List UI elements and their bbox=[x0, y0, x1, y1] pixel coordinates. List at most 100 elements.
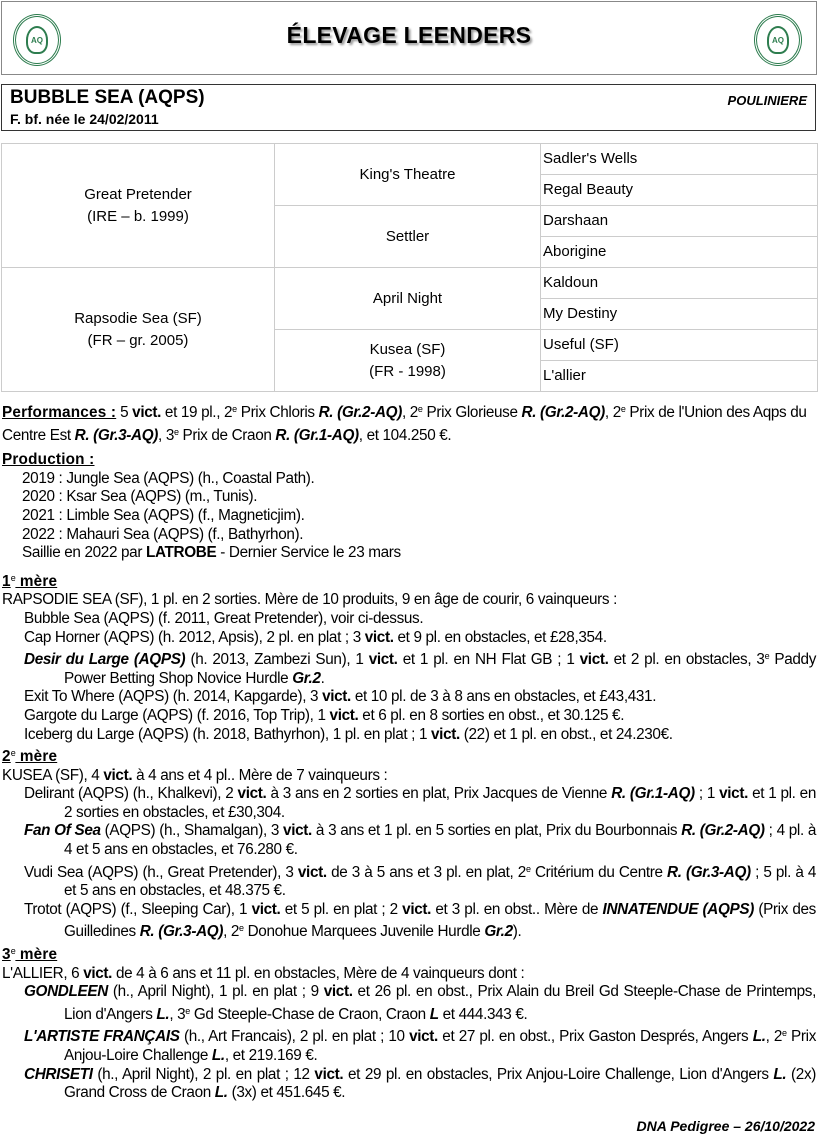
text-run: (Prix des Guilledines bbox=[64, 900, 816, 941]
text-run: R. (Gr.1-AQ) bbox=[275, 426, 359, 444]
text-run: , 3 bbox=[158, 426, 174, 444]
text-run: de 4 à 6 ans et 11 pl. en obstacles, Mèr… bbox=[112, 964, 525, 982]
pedigree-gen3: Darshaan bbox=[540, 205, 818, 237]
text-run: et 9 pl. en obstacles, et £28,354. bbox=[393, 628, 608, 646]
text-run: 2021 : Limble Sea (AQPS) (f., Magneticji… bbox=[22, 506, 305, 524]
text-run: , et 104.250 €. bbox=[358, 426, 452, 444]
paragraph: 3e mère bbox=[2, 942, 816, 965]
section-heading: 2 bbox=[2, 748, 11, 766]
text-run: Desir du Large (AQPS) bbox=[24, 651, 186, 669]
text-run: à 3 ans et 1 pl. en 5 sorties en plat, P… bbox=[311, 822, 682, 840]
paragraph: Exit To Where (AQPS) (h. 2014, Kapgarde)… bbox=[2, 688, 816, 707]
pedigree-table: Great Pretender(IRE – b. 1999) King's Th… bbox=[1, 143, 818, 392]
paragraph: 2021 : Limble Sea (AQPS) (f., Magneticji… bbox=[2, 507, 816, 526]
text-run: (2x) Grand Cross de Craon bbox=[64, 1065, 816, 1102]
sire-name: Great Pretender bbox=[84, 185, 192, 203]
text-run: et 27 pl. en obst., Prix Gaston Després,… bbox=[437, 1028, 753, 1046]
gen2-info: (FR - 1998) bbox=[369, 362, 446, 380]
pedigree-gen2: April Night bbox=[274, 267, 541, 330]
paragraph: Performances : 5 vict. et 19 pl., 2e Pri… bbox=[2, 400, 816, 445]
text-run: L bbox=[429, 1005, 439, 1023]
section-heading: mère bbox=[15, 946, 58, 964]
text-run: Iceberg du Large (AQPS) (h. 2018, Bathyr… bbox=[24, 725, 432, 743]
text-run: vict. bbox=[237, 785, 267, 803]
section-heading: 3 bbox=[2, 946, 11, 964]
text-run: et 6 pl. en 8 sorties en obst., et 30.12… bbox=[358, 706, 625, 724]
paragraph: Saillie en 2022 par LATROBE - Dernier Se… bbox=[2, 544, 816, 563]
text-run: vict. bbox=[322, 688, 351, 706]
paragraph: KUSEA (SF), 4 vict. à 4 ans et 4 pl.. Mè… bbox=[2, 767, 816, 786]
superscript: e bbox=[10, 572, 16, 583]
text-run: Bubble Sea (AQPS) (f. 2011, Great Preten… bbox=[24, 609, 424, 627]
text-run: à 3 ans en 2 sorties en plat, Prix Jacqu… bbox=[266, 785, 612, 803]
text-run: et 26 pl. en obst., Prix Alain du Breil … bbox=[64, 983, 817, 1023]
superscript: e bbox=[232, 404, 237, 414]
text-run: KUSEA (SF), 4 bbox=[2, 766, 104, 784]
text-run: L. bbox=[156, 1005, 170, 1023]
text-run: , 2 bbox=[765, 1028, 783, 1046]
section-heading: 1 bbox=[2, 572, 11, 590]
text-run: LATROBE bbox=[145, 544, 217, 562]
superscript: e bbox=[185, 1005, 190, 1016]
text-run: (h. 2013, Zambezi Sun), 1 bbox=[185, 651, 369, 669]
paragraph: GONDLEEN (h., April Night), 1 pl. en pla… bbox=[2, 983, 816, 1024]
text-run: R. (Gr.3-AQ) bbox=[667, 863, 751, 881]
text-run: Gargote du Large (AQPS) (f. 2016, Top Tr… bbox=[24, 706, 330, 724]
text-run: vict. bbox=[297, 863, 327, 881]
paragraph: Gargote du Large (AQPS) (f. 2016, Top Tr… bbox=[2, 707, 816, 726]
header-banner: AQ ÉLEVAGE LEENDERS AQ bbox=[1, 1, 817, 75]
section-heading: Production : bbox=[2, 451, 95, 469]
text-run: Critérium du Centre bbox=[530, 863, 667, 881]
text-run: vict. bbox=[402, 900, 432, 918]
section-heading: mère bbox=[15, 748, 58, 766]
paragraph: 1e mère bbox=[2, 569, 816, 592]
text-run: vict. bbox=[431, 725, 460, 743]
text-run: L'ARTISTE FRANÇAIS bbox=[24, 1028, 180, 1046]
text-run: vict. bbox=[83, 964, 113, 982]
paragraph: Production : bbox=[2, 451, 816, 470]
text-run: L. bbox=[211, 1047, 225, 1064]
text-run: vict. bbox=[314, 1065, 344, 1083]
text-run: et 1 pl. en 2 sorties en obstacles, et £… bbox=[64, 785, 816, 821]
text-run: à 4 ans et 4 pl.. Mère de 7 vainqueurs : bbox=[132, 766, 388, 784]
horse-identity-box: BUBBLE SEA (AQPS) F. bf. née le 24/02/20… bbox=[1, 84, 816, 131]
text-run: vict. bbox=[368, 651, 398, 669]
superscript: e bbox=[620, 404, 626, 414]
text-run: L. bbox=[214, 1084, 228, 1102]
text-run: et 10 pl. de 3 à 8 ans en obstacles, et … bbox=[350, 688, 657, 706]
text-run: Prix Glorieuse bbox=[422, 404, 522, 421]
text-run: Cap Horner (AQPS) (h. 2012, Apsis), 2 pl… bbox=[24, 628, 365, 646]
text-run: Gd Steeple-Chase de Craon, Craon bbox=[189, 1005, 430, 1023]
text-run: GONDLEEN bbox=[24, 983, 108, 1001]
text-run: INNATENDUE (AQPS) bbox=[602, 900, 755, 918]
text-run: vict. bbox=[719, 785, 748, 803]
superscript: e bbox=[173, 426, 179, 437]
section-heading: Performances : bbox=[2, 404, 117, 421]
text-run: et 5 pl. en plat ; 2 bbox=[280, 900, 403, 918]
superscript: e bbox=[525, 863, 531, 874]
text-run: (h., Art Francais), 2 pl. en plat ; 10 bbox=[179, 1028, 410, 1046]
text-run: et 2 pl. en obstacles, 3 bbox=[608, 651, 765, 669]
paragraph: Delirant (AQPS) (h., Khalkevi), 2 vict. … bbox=[2, 785, 816, 822]
pedigree-sire: Great Pretender (IRE – b. 1999) bbox=[1, 143, 275, 268]
page-title: ÉLEVAGE LEENDERS bbox=[286, 22, 532, 48]
sire-info: (IRE – b. 1999) bbox=[87, 207, 189, 225]
text-run: Gr.2 bbox=[292, 669, 321, 687]
text-run: vict. bbox=[323, 983, 353, 1001]
paragraph: CHRISETI (h., April Night), 2 pl. en pla… bbox=[2, 1066, 816, 1103]
text-run: ; 1 bbox=[694, 785, 720, 803]
paragraph: 2020 : Ksar Sea (AQPS) (m., Tunis). bbox=[2, 488, 816, 507]
text-run: L'ALLIER, 6 bbox=[2, 964, 84, 982]
text-run: et 444.343 €. bbox=[438, 1005, 528, 1023]
text-run: Paddy Power Betting Shop Novice Hurdle bbox=[64, 651, 816, 687]
text-run: Exit To Where (AQPS) (h. 2014, Kapgarde)… bbox=[24, 688, 323, 706]
pedigree-gen3: L'allier bbox=[540, 360, 818, 392]
text-run: et 3 pl. en obst.. Mère de bbox=[431, 900, 603, 918]
text-run: ; 5 pl. à 4 et 5 ans en obstacles, et 48… bbox=[64, 863, 817, 900]
paragraph: Vudi Sea (AQPS) (h., Great Pretender), 3… bbox=[2, 860, 816, 901]
text-run: L. bbox=[752, 1028, 766, 1046]
text-run: 5 bbox=[116, 404, 133, 421]
pedigree-notes: Performances : 5 vict. et 19 pl., 2e Pri… bbox=[2, 400, 816, 1103]
text-run: Prix Anjou-Loire Challenge bbox=[64, 1028, 817, 1064]
gen2-name: April Night bbox=[372, 289, 443, 307]
